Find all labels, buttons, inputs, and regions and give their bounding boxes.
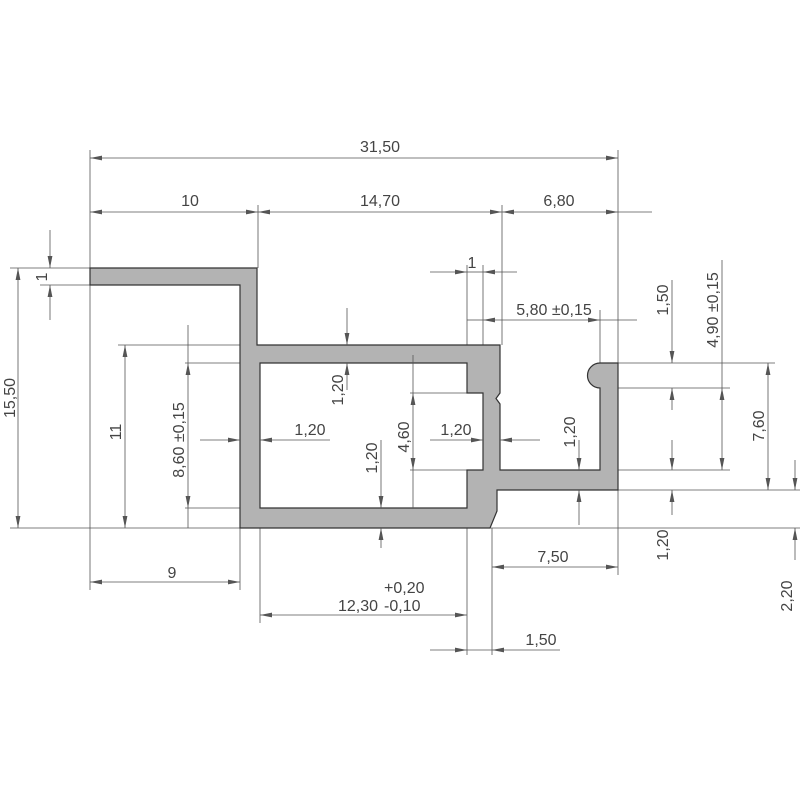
label-lip-height: 7,60	[751, 410, 768, 441]
label-right-wall: 1,20	[440, 422, 471, 439]
label-inner-width-tol-lower: -0,10	[384, 598, 421, 615]
label-left-offset: 9	[168, 565, 177, 582]
dimension-labels: 31,50 10 14,70 6,80 1 5,80 ±0,15 15,50 1…	[2, 139, 796, 649]
label-flange-width: 10	[181, 193, 199, 210]
label-step-width: 1,50	[525, 632, 556, 649]
label-bottom-wall: 1,20	[364, 442, 381, 473]
label-overall-width: 31,50	[360, 139, 400, 156]
label-overall-height: 15,50	[2, 378, 19, 418]
label-right-width: 6,80	[543, 193, 574, 210]
label-hook-height: 1,50	[655, 284, 672, 315]
label-lip-gap: 4,90 ±0,15	[705, 272, 722, 348]
label-inner-width: 12,30	[338, 598, 378, 615]
label-notch-height: 4,60	[396, 421, 413, 452]
label-notch-offset: 1	[468, 255, 477, 272]
label-arm-length: 7,50	[537, 549, 568, 566]
label-box-height: 11	[108, 424, 125, 441]
label-flange-thickness: 1	[34, 272, 51, 281]
label-arm-thickness: 1,20	[655, 529, 672, 560]
label-gap-width: 5,80 ±0,15	[516, 302, 592, 319]
label-inner-width-tol-upper: +0,20	[384, 580, 425, 597]
label-left-wall: 1,20	[294, 422, 325, 439]
profile-section	[89, 267, 619, 529]
dimension-lines	[15, 155, 798, 653]
label-inner-height: 8,60 ±0,15	[171, 402, 188, 478]
label-arm-thickness-inner: 1,20	[562, 416, 579, 447]
label-box-width: 14,70	[360, 193, 400, 210]
extension-lines	[10, 150, 800, 655]
label-top-wall: 1,20	[330, 374, 347, 405]
label-base-offset: 2,20	[779, 580, 796, 611]
